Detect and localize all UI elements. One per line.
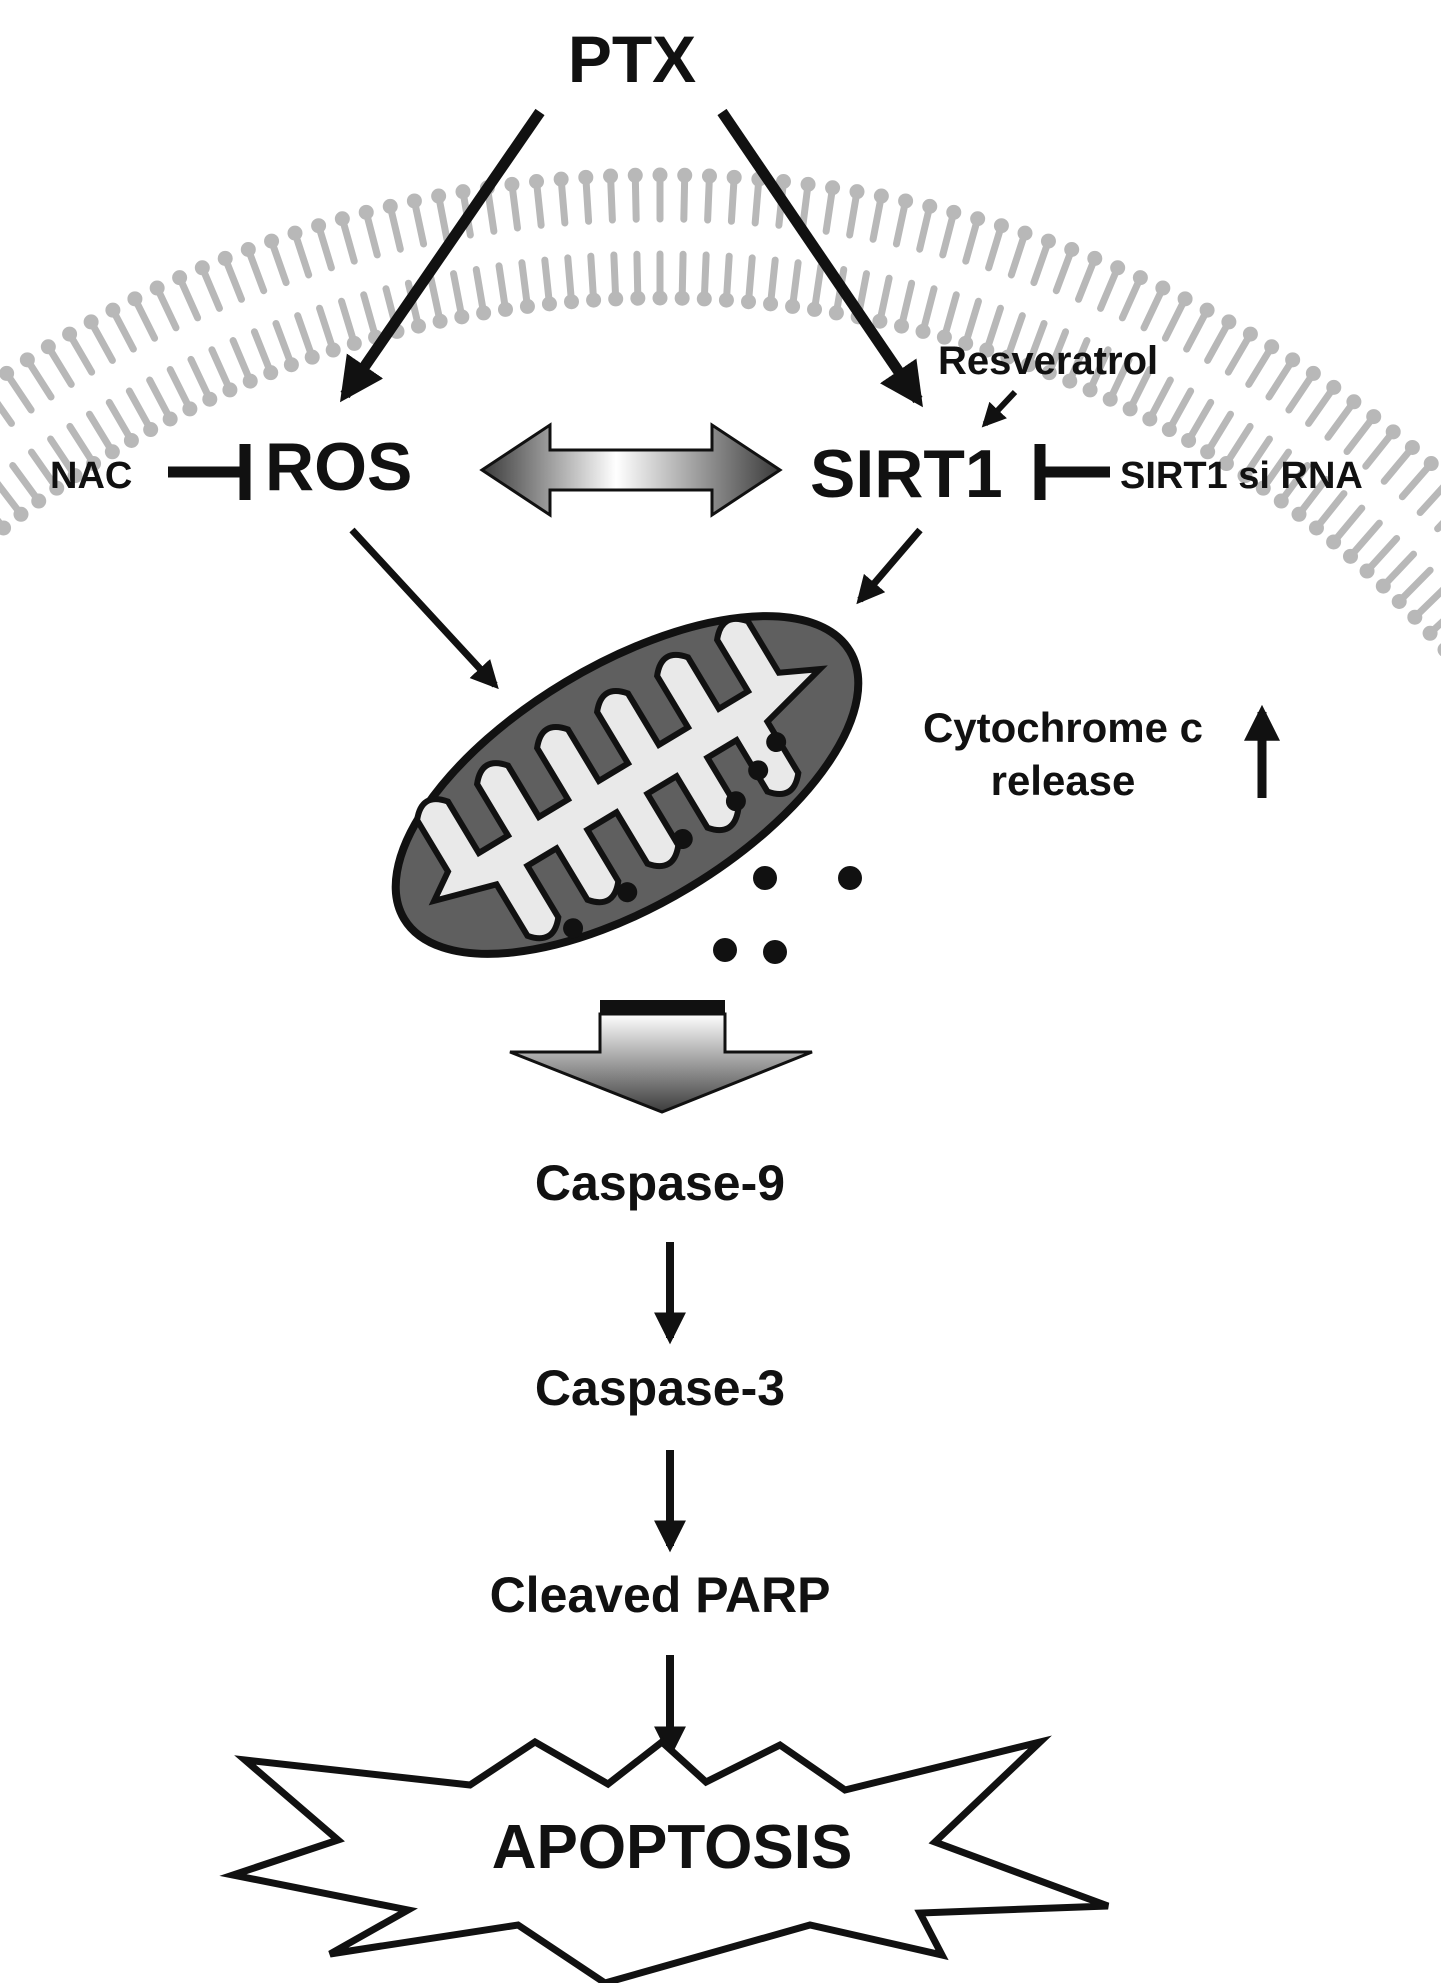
ros-sirt1-bidirectional-arrow [479,422,783,518]
mitochondrion [391,612,863,958]
mitochondrion-cristae [413,615,828,942]
resveratrol-to-sirt1-arrow [981,389,1018,428]
caspase3-label: Caspase-3 [535,1360,785,1416]
cytochrome-c-label-line1: Cytochrome c [923,704,1203,751]
ros-label: ROS [265,429,412,505]
ros-to-mitochondrion-arrow [349,527,499,690]
ptx-label: PTX [568,22,696,96]
ptx-to-ros-arrow [340,108,545,403]
sirt1-sirna-inhibits-sirt1 [1034,444,1110,500]
released-cytochrome-c [713,866,862,964]
mitochondrion-to-caspase9-arrow [509,1000,813,1114]
sirt1-label: SIRT1 [810,436,1003,512]
cytochrome-c-in-mitochondrion [563,732,787,939]
nac-inhibits-ros [168,444,251,500]
sirt1-sirna-label: SIRT1 si RNA [1120,455,1363,497]
ptx-to-sirt1-arrow [717,108,923,408]
apoptosis-burst [219,1735,1110,1983]
cleaved-parp-label: Cleaved PARP [490,1567,831,1623]
caspase9-label: Caspase-9 [535,1155,785,1211]
sirt1-to-mitochondrion-arrow [856,527,923,605]
nac-label: NAC [50,455,132,497]
cytochrome-c-label-line2: release [991,757,1136,804]
resveratrol-label: Resveratrol [938,339,1158,383]
apoptosis-label: APOPTOSIS [492,1813,853,1882]
